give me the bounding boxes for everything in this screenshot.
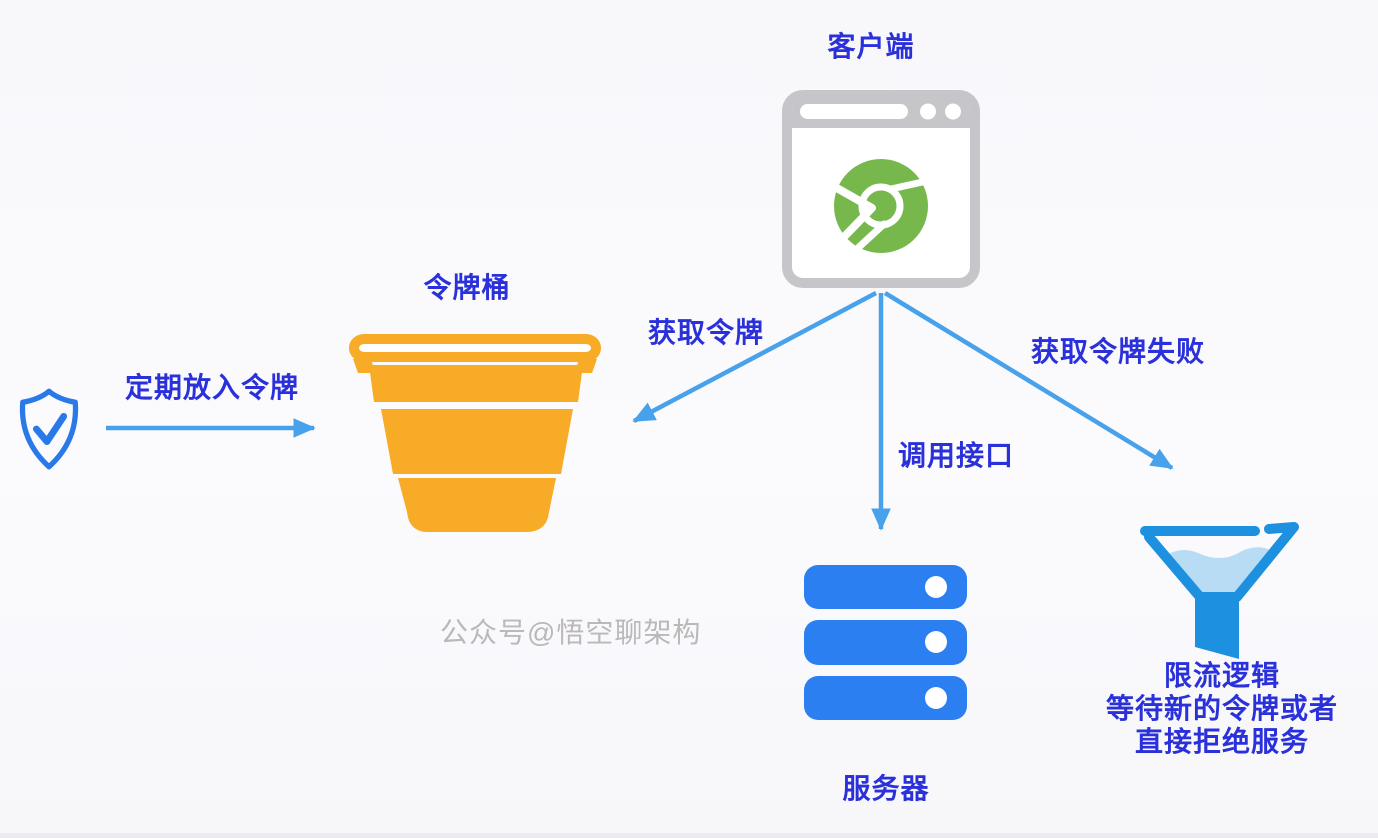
rate-limiter-line-2: 等待新的令牌或者 <box>1105 693 1339 724</box>
bucket-left-tab <box>353 359 375 373</box>
bucket-band <box>398 478 556 532</box>
funnel-icon <box>1138 518 1300 668</box>
window-dot <box>920 103 936 120</box>
funnel-spout <box>1195 592 1239 659</box>
acquire-token-label: 获取令牌 <box>647 317 765 348</box>
server-led <box>925 576 947 598</box>
funnel-left-edge <box>1144 532 1205 602</box>
shield-check-icon <box>17 387 81 476</box>
bucket-band <box>381 409 573 474</box>
client-label: 客户端 <box>827 31 915 62</box>
server-led <box>925 631 947 653</box>
watermark: 公众号@悟空聊架构 <box>440 617 702 648</box>
window-dot <box>945 103 961 120</box>
periodic-refill-label: 定期放入令牌 <box>124 372 300 403</box>
bucket-band <box>369 365 583 402</box>
server-unit <box>804 620 967 665</box>
bucket-icon <box>347 334 603 539</box>
server-unit <box>804 565 967 609</box>
call-api-label: 调用接口 <box>897 440 1015 471</box>
server-led <box>925 687 947 709</box>
bucket-rim <box>349 334 601 362</box>
rate-limiter-label: 限流逻辑 等待新的令牌或者 直接拒绝服务 <box>1106 659 1338 758</box>
bottom-edge-strip <box>0 833 1378 838</box>
chrome-logo-icon <box>833 159 931 253</box>
funnel-right-edge <box>1232 522 1299 602</box>
server-label: 服务器 <box>842 773 930 804</box>
acquire-token-failed-label: 获取令牌失败 <box>1030 336 1206 367</box>
token-bucket-label: 令牌桶 <box>423 272 511 303</box>
rate-limiter-line-1: 限流逻辑 <box>1163 660 1281 691</box>
browser-window-icon <box>782 90 980 293</box>
url-bar <box>800 104 908 119</box>
check-icon <box>32 412 68 446</box>
rate-limiter-line-3: 直接拒绝服务 <box>1134 726 1310 757</box>
shield-outline <box>19 388 79 470</box>
server-unit <box>804 676 967 720</box>
server-stack-icon <box>804 564 968 726</box>
